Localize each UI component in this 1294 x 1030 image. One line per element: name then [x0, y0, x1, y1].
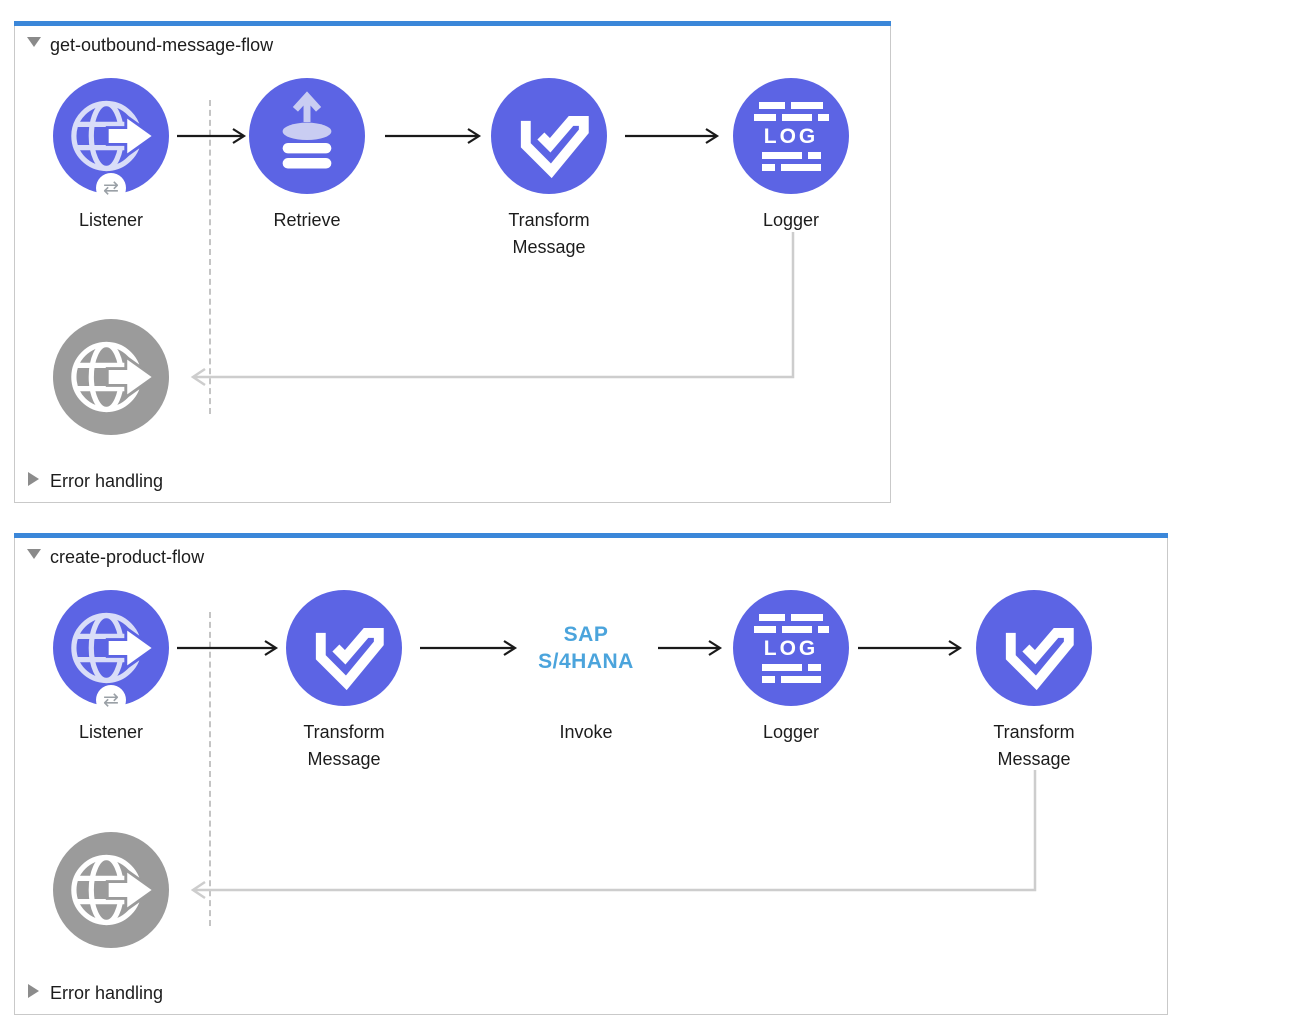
- dataweave-icon[interactable]: [491, 78, 607, 194]
- node-label: Logger: [762, 722, 820, 742]
- logger-icon[interactable]: LOG: [733, 590, 849, 706]
- flow-arrow: [177, 128, 247, 144]
- node-transform-message[interactable]: Transform Message: [274, 590, 414, 773]
- http-response-icon[interactable]: [53, 319, 169, 435]
- dataweave-icon[interactable]: [286, 590, 402, 706]
- response-return-line: [190, 232, 795, 387]
- source-divider-dashed-line: [209, 100, 211, 414]
- node-http-listener[interactable]: ⇄ Listener: [41, 590, 181, 746]
- message-exchange-badge-icon: ⇄: [96, 173, 126, 203]
- error-handling-label[interactable]: Error handling: [50, 471, 164, 491]
- flow-container-2: [14, 533, 1168, 1015]
- flow-title-1[interactable]: get-outbound-message-flow: [50, 35, 274, 55]
- flow-selected-indicator-2: [14, 533, 1168, 538]
- node-label: Transform Message: [303, 722, 385, 769]
- node-label: Listener: [78, 210, 144, 230]
- flow-arrow: [420, 640, 518, 656]
- logger-icon[interactable]: LOG: [733, 78, 849, 194]
- node-logger[interactable]: LOG Logger: [721, 590, 861, 746]
- node-transform-message[interactable]: Transform Message: [964, 590, 1104, 773]
- node-label: Transform Message: [993, 722, 1075, 769]
- node-logger[interactable]: LOG Logger: [721, 78, 861, 234]
- flow-arrow: [858, 640, 963, 656]
- error-handling-expand-triangle-icon[interactable]: [28, 984, 39, 998]
- flow-arrow: [658, 640, 723, 656]
- node-http-response[interactable]: [41, 319, 181, 435]
- response-return-line: [190, 770, 1037, 900]
- node-transform-message[interactable]: Transform Message: [479, 78, 619, 261]
- dataweave-icon[interactable]: [976, 590, 1092, 706]
- flow-arrow: [385, 128, 482, 144]
- node-sap-s4hana-invoke[interactable]: SAP S/4HANA Invoke: [516, 590, 656, 746]
- source-divider-dashed-line: [209, 612, 211, 926]
- flow-title-2[interactable]: create-product-flow: [50, 547, 205, 567]
- flow-collapse-triangle-icon[interactable]: [27, 37, 41, 47]
- node-label: Logger: [762, 210, 820, 230]
- flow-arrow: [177, 640, 279, 656]
- error-handling-expand-triangle-icon[interactable]: [28, 472, 39, 486]
- http-response-icon[interactable]: [53, 832, 169, 948]
- error-handling-label[interactable]: Error handling: [50, 983, 164, 1003]
- sap-s4hana-logo[interactable]: SAP S/4HANA: [538, 623, 634, 673]
- node-http-response[interactable]: [41, 832, 181, 948]
- flow-arrow: [625, 128, 720, 144]
- node-retrieve[interactable]: Retrieve: [237, 78, 377, 234]
- node-label: Transform Message: [508, 210, 590, 257]
- node-http-listener[interactable]: ⇄ Listener: [41, 78, 181, 234]
- message-exchange-badge-icon: ⇄: [96, 685, 126, 715]
- node-label: Invoke: [559, 722, 613, 742]
- flow-collapse-triangle-icon[interactable]: [27, 549, 41, 559]
- retrieve-icon[interactable]: [249, 78, 365, 194]
- node-label: Retrieve: [273, 210, 341, 230]
- flow-selected-indicator-1: [14, 21, 891, 26]
- node-label: Listener: [78, 722, 144, 742]
